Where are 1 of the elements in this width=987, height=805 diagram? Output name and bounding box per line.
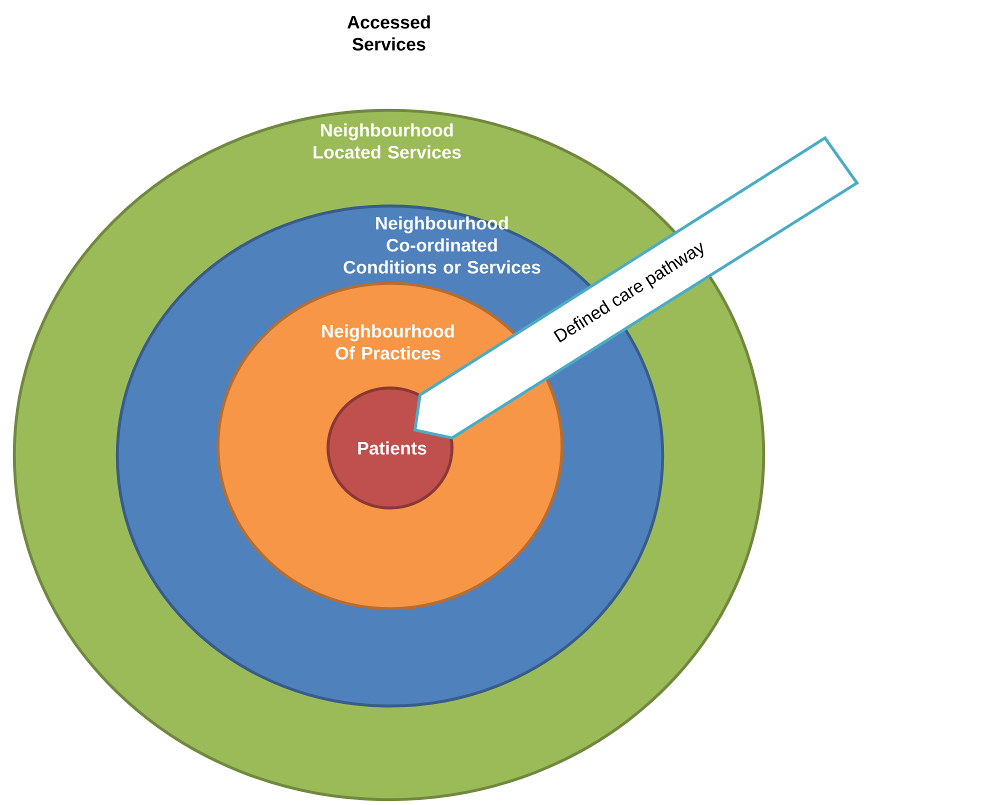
ring-label: Accessed Services <box>347 15 430 51</box>
